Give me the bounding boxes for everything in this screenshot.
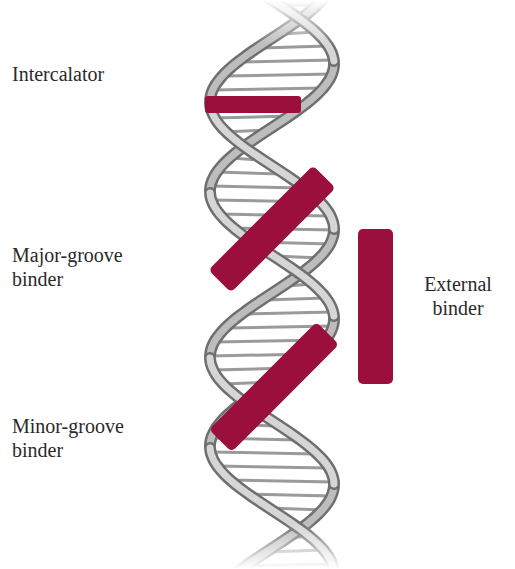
backbone-highlight (220, 487, 334, 569)
backbone-highlight (210, 0, 333, 100)
base-pair (240, 60, 333, 62)
binder-bars (205, 96, 393, 452)
base-pair (211, 452, 316, 454)
major-groove-label: Major-groove binder (12, 243, 152, 291)
base-pair (224, 74, 332, 76)
external-bar (358, 229, 393, 384)
backbone-strand (243, 0, 334, 61)
external-binder-label: External binder (408, 272, 508, 320)
intercalator-label: Intercalator (12, 62, 192, 86)
backbone-highlight (210, 448, 334, 569)
base-pair (214, 88, 324, 90)
major-groove-bar (208, 165, 335, 292)
base-pair (217, 466, 327, 468)
backbone-strand (210, 0, 333, 100)
backbone-highlight (243, 0, 334, 61)
minor-groove-bar (209, 322, 339, 452)
base-pair (248, 564, 332, 566)
base-pair (244, 312, 333, 314)
intercalator-bar (205, 96, 301, 113)
base-pair (230, 480, 333, 482)
backbone-strand (220, 487, 334, 569)
minor-groove-label: Minor-groove binder (12, 414, 152, 462)
backbone-strand (210, 448, 334, 569)
base-pair (211, 186, 302, 188)
